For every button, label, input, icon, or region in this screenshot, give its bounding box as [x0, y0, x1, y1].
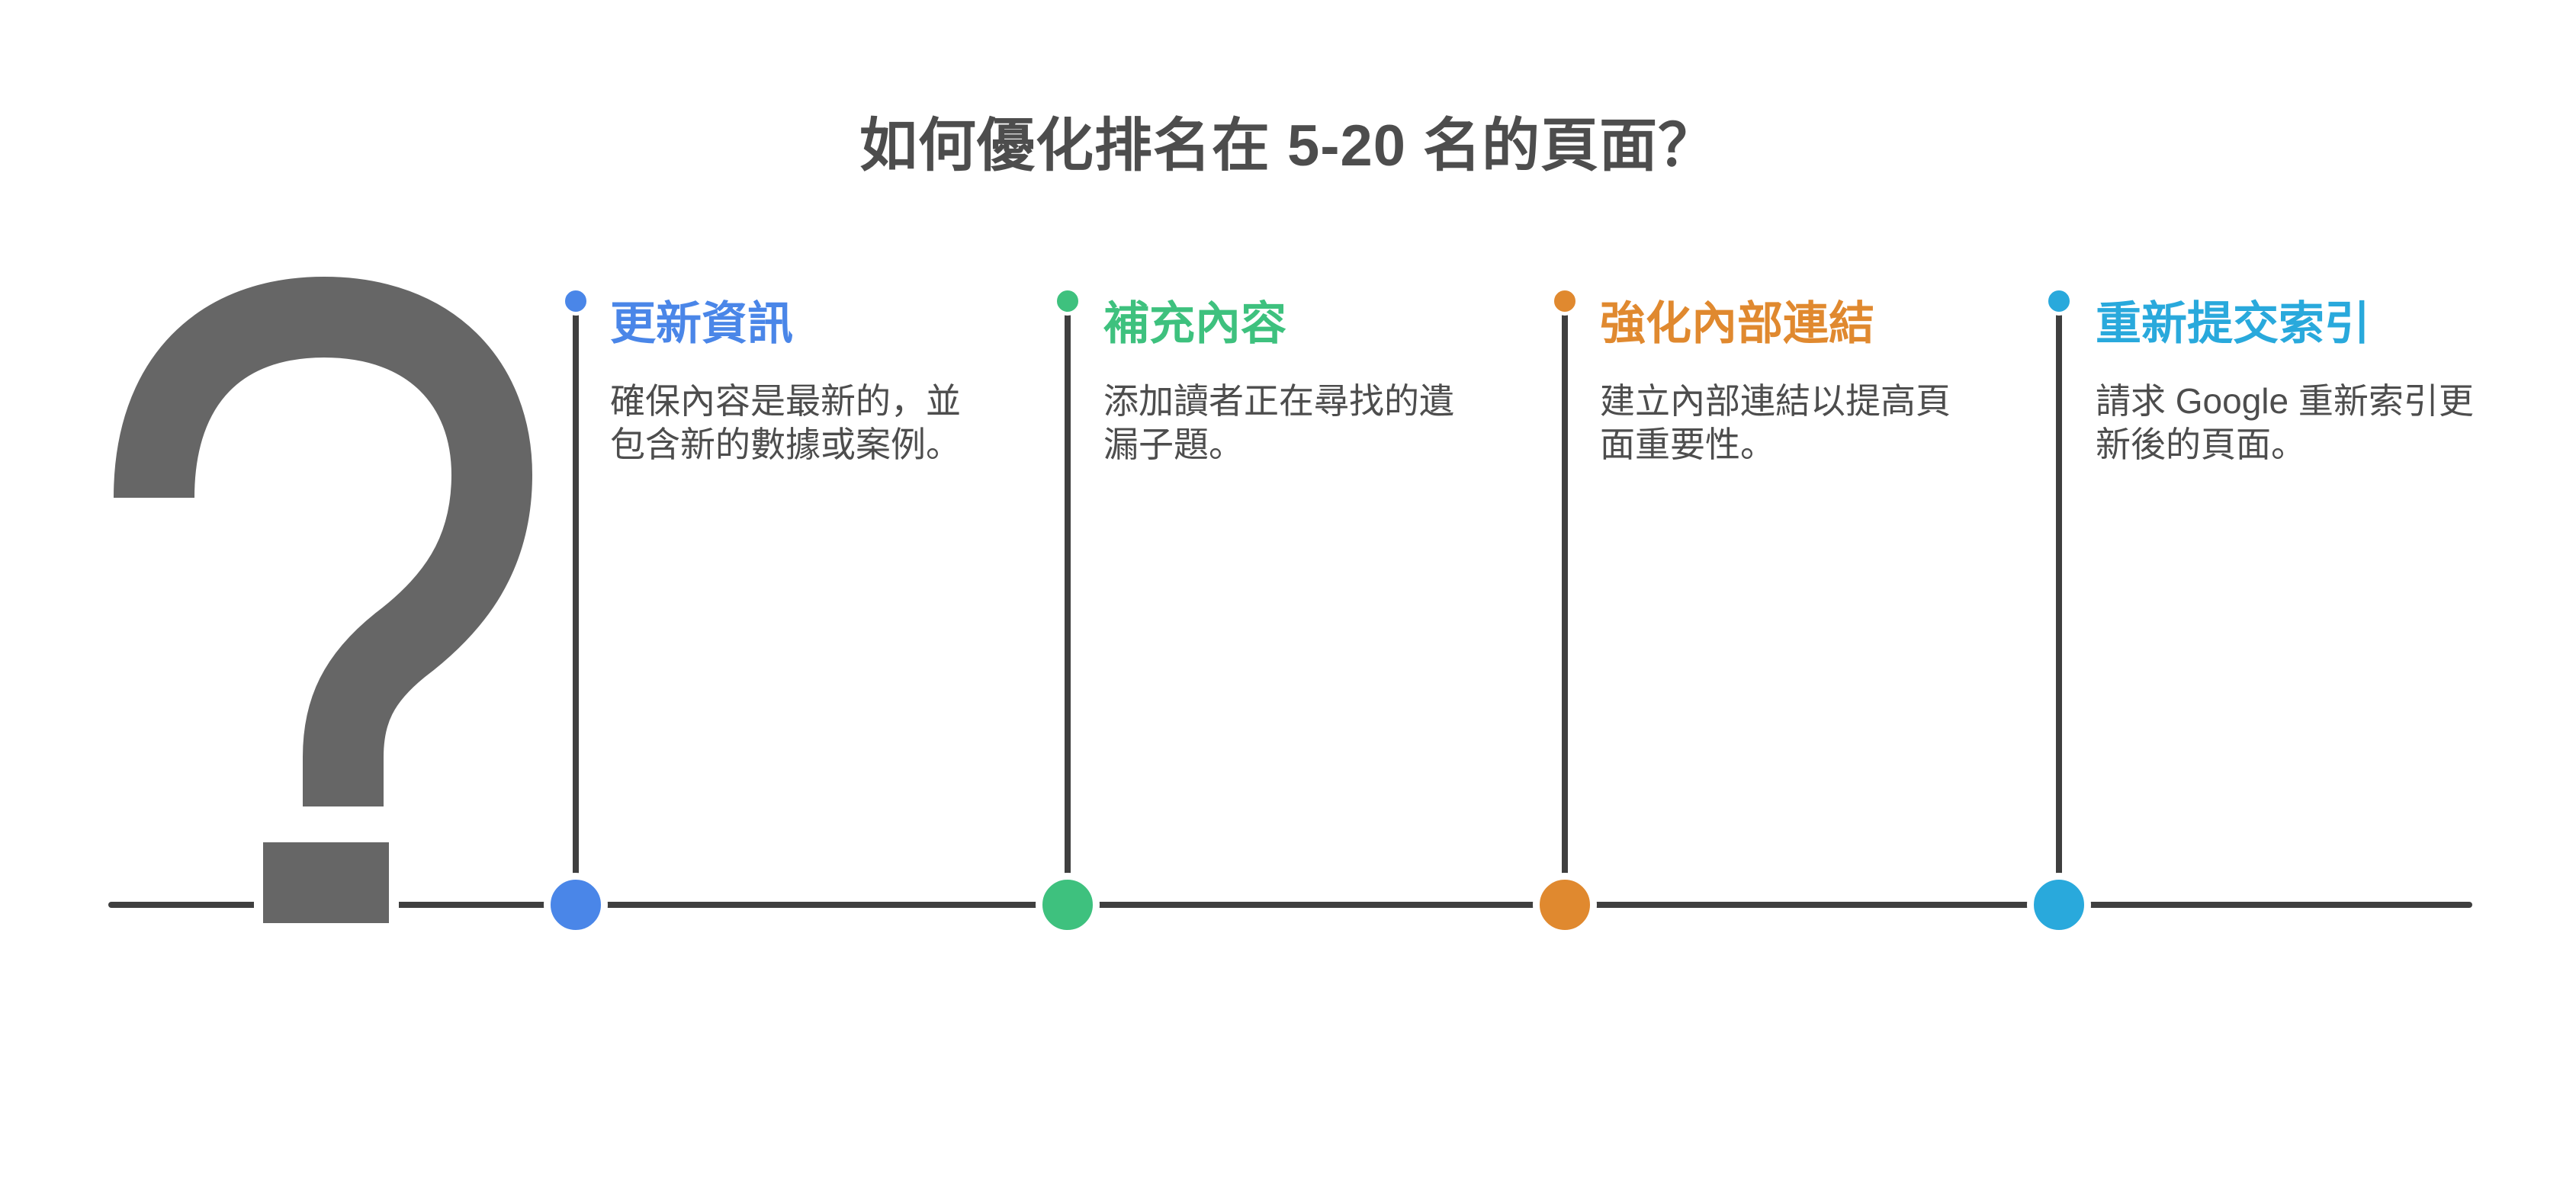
timeline-dot-marker-3	[1533, 873, 1597, 937]
vertical-connector-line-2	[1065, 314, 1071, 877]
question-mark-icon	[114, 276, 533, 928]
timeline-dot-marker-1	[544, 873, 608, 937]
step-heading-3: 強化內部連結	[1600, 298, 1874, 349]
step-description-4: 請求 Google 重新索引更 新後的頁面。	[2096, 381, 2474, 464]
timeline-dot-marker-2	[1036, 873, 1100, 937]
step-description-2: 添加讀者正在尋找的遺 漏子題。	[1103, 381, 1454, 464]
vertical-connector-line-4	[2056, 314, 2062, 877]
top-dot-marker-3	[1550, 287, 1579, 316]
step-heading-2: 補充內容	[1103, 298, 1286, 349]
top-dot-marker-4	[2044, 287, 2073, 316]
top-dot-marker-2	[1053, 287, 1082, 316]
question-mark-dot	[263, 842, 389, 923]
timeline-dot-marker-4	[2027, 873, 2091, 937]
step-description-1: 確保內容是最新的，並 包含新的數據或案例。	[610, 381, 961, 464]
vertical-connector-line-1	[573, 314, 579, 877]
page-title: 如何優化排名在 5-20 名的頁面？	[859, 114, 1717, 178]
timeline-baseline	[108, 902, 2472, 908]
question-mark-curve	[114, 276, 533, 806]
step-heading-4: 重新提交索引	[2096, 298, 2370, 349]
step-description-3: 建立內部連結以提高頁 面重要性。	[1600, 381, 1951, 464]
vertical-connector-line-3	[1562, 314, 1568, 877]
top-dot-marker-1	[561, 287, 590, 316]
step-heading-1: 更新資訊	[610, 298, 793, 349]
